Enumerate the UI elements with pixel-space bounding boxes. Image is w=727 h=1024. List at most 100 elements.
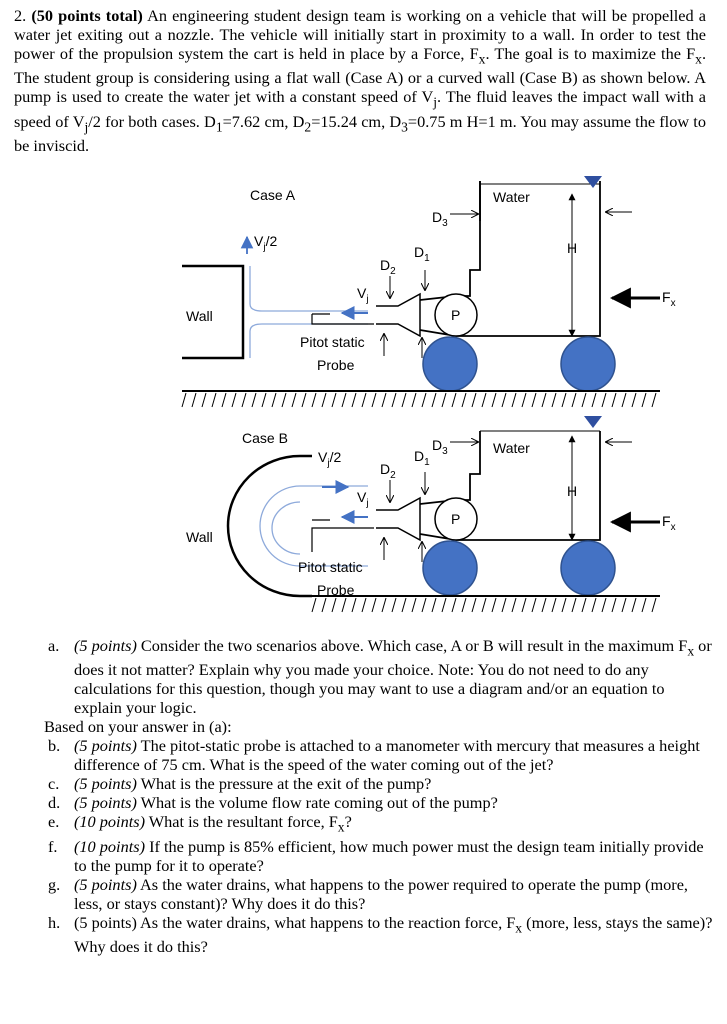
question-label: g.	[48, 874, 61, 894]
question-label: c.	[48, 774, 60, 794]
wheel-left	[422, 540, 478, 596]
flow-line-bottom	[249, 323, 368, 358]
water-level-marker	[584, 416, 602, 428]
vj-label: Vj	[357, 489, 369, 509]
d1-label: D1	[414, 244, 430, 264]
h-label: H	[567, 483, 577, 499]
intro-text: . The fluid leaves the impact wall with …	[14, 87, 706, 131]
question-label: f.	[48, 836, 58, 856]
question-text: As the water drains, what happens to the…	[74, 874, 688, 913]
pump	[434, 293, 478, 337]
probe-label: Probe	[317, 582, 355, 598]
sub: j	[433, 94, 438, 110]
question-list: a. (5 points) Consider the two scenarios …	[14, 636, 714, 956]
sub: x	[695, 51, 702, 67]
based-on-answer: Based on your answer in (a):	[44, 717, 232, 737]
question-label: a.	[48, 636, 60, 655]
question-text: As the water drains, what happens to the…	[136, 912, 516, 932]
question-label: d.	[48, 793, 61, 813]
intro-text: =15.24 cm, D	[311, 111, 402, 131]
question-text: What is the resultant force, F	[145, 812, 338, 832]
problem-statement: 2. (50 points total) An engineering stud…	[14, 6, 706, 155]
question-text: Consider the two scenarios above. Which …	[136, 636, 688, 655]
sub: x	[515, 919, 523, 935]
question-points: (5 points)	[74, 736, 137, 756]
question-label: b.	[48, 736, 61, 756]
question-f: f. (10 points) If the pump is 85% efficie…	[14, 837, 714, 875]
sub: 2	[304, 118, 312, 134]
pump	[434, 497, 478, 541]
question-h: h. (5 points) As the water drains, what h…	[14, 913, 714, 956]
nozzle	[376, 496, 421, 542]
flat-wall	[182, 264, 245, 360]
v-half-label: Vj/2	[318, 449, 341, 469]
question-text: or does it not matter? Explain why you m…	[74, 636, 712, 718]
wheel-left	[422, 336, 478, 392]
question-text: (more, less, stays the same)? Why does i…	[74, 912, 713, 956]
v-half-label: Vj/2	[254, 233, 277, 253]
pitot-probe	[311, 527, 374, 552]
intro-text: . The student group is considering using…	[14, 44, 707, 107]
pitot-label: Pitot static	[300, 334, 365, 350]
question-points: (5 points)	[74, 793, 137, 813]
h-label: H	[567, 240, 577, 256]
sub: 1	[215, 118, 223, 134]
pump-label: P	[451, 511, 460, 527]
intro-text: =7.62 cm, D	[222, 111, 305, 131]
question-text: If the pump is 85% efficient, how much p…	[74, 836, 704, 875]
d1-label: D1	[414, 448, 430, 468]
curved-wall	[226, 454, 312, 598]
sub: x	[687, 643, 695, 659]
question-points: (10 points)	[74, 812, 145, 832]
question-points: (10 points)	[74, 836, 145, 856]
sub: 3	[401, 118, 408, 134]
fx-label: Fx	[662, 289, 676, 309]
probe-label: Probe	[317, 357, 355, 373]
question-label: e.	[48, 812, 60, 832]
question-a: a. (5 points) Consider the two scenarios …	[14, 636, 714, 717]
intro-text: . The goal is to maximize the F	[485, 44, 696, 63]
ground-hatch	[181, 392, 657, 408]
vj-label: Vj	[357, 285, 369, 305]
question-b: b. (5 points) The pitot-static probe is a…	[14, 736, 714, 774]
case-a-label: Case A	[250, 187, 296, 203]
wall-label: Wall	[186, 308, 213, 324]
water-level-marker	[584, 176, 602, 188]
wall-label: Wall	[186, 529, 213, 545]
question-points: (5 points)	[74, 774, 137, 794]
d2-label: D2	[380, 257, 396, 277]
question-label: h.	[48, 912, 61, 932]
d2-label: D2	[380, 461, 396, 481]
pitot-label: Pitot static	[298, 559, 363, 575]
sub: x	[337, 819, 345, 835]
pump-label: P	[451, 307, 460, 323]
question-c: c. (5 points) What is the pressure at the…	[14, 774, 714, 793]
question-text: What is the pressure at the exit of the …	[136, 774, 432, 794]
flow-curve-inner	[271, 501, 301, 555]
d3-label: D3	[432, 437, 448, 457]
question-d: d. (5 points) What is the volume flow rat…	[14, 793, 714, 812]
wheel-right	[560, 540, 616, 596]
question-text: The pitot-static probe is attached to a …	[74, 736, 700, 775]
question-points: (5 points)	[74, 912, 137, 932]
case-b-label: Case B	[242, 430, 288, 446]
question-points: (5 points)	[74, 636, 137, 655]
flow-line-top	[249, 266, 368, 312]
nozzle	[376, 292, 421, 338]
ground-hatch	[311, 597, 657, 613]
intro-text: An engineering student design team is wo…	[14, 6, 707, 63]
fx-label: Fx	[662, 513, 676, 533]
intro-text: /2 for both cases. D	[88, 111, 216, 131]
question-text: ?	[344, 812, 352, 832]
case-b-diagram: Case B Wall Vj/2 Pitot static Probe Vj D…	[186, 416, 676, 613]
water-label: Water	[493, 189, 530, 205]
intro-text: =0.75 m H=1 m. You may assume the flow t…	[14, 111, 706, 155]
question-e: e. (10 points) What is the resultant forc…	[14, 812, 714, 836]
case-a-diagram: Case A Wall Vj/2 Pitot static Probe Vj D…	[181, 176, 676, 408]
flow-curve-outer	[259, 485, 368, 567]
question-text: What is the volume flow rate coming out …	[136, 793, 498, 813]
water-label: Water	[493, 440, 530, 456]
problem-number: 2.	[14, 6, 32, 25]
wheel-right	[560, 336, 616, 392]
sub: j	[84, 118, 89, 134]
